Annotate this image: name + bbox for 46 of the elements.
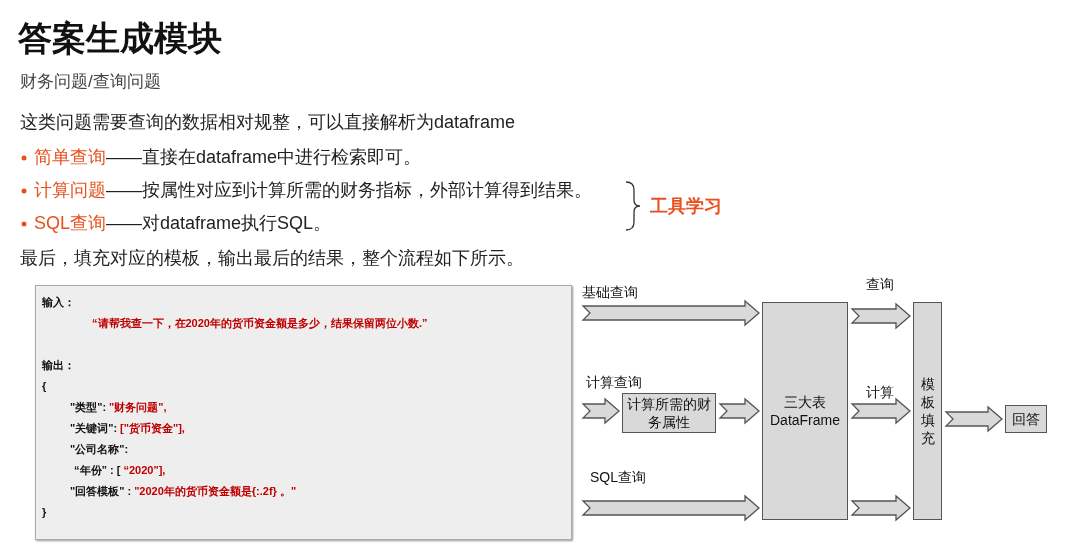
block-arrow [850,397,911,425]
edge-label: 计算 [866,384,894,402]
process-box [913,302,942,520]
code-key: "关键词": [70,422,118,434]
code-value: “2020"], [123,464,166,476]
bullet-heading: 计算问题 [34,180,106,200]
block-arrow [944,405,1003,433]
bullet-text: ——直接在dataframe中进行检索即可。 [106,147,422,167]
paragraph: 最后，填充对应的模板，输出最后的结果，整个流程如下所示。 [20,247,524,270]
edge-label: 基础查询 [582,284,638,302]
code-value: “请帮我查一下，在2020年的货币资金额是多少，结果保留两位小数.” [92,316,429,331]
bullet-heading: SQL查询 [34,213,107,233]
block-arrow [581,397,620,425]
code-key: "类型": [70,401,107,413]
code-panel [35,285,572,540]
code-key: “年份” : [ [74,464,121,476]
page-title: 答案生成模块 [18,18,222,59]
bullet-text: ——对dataframe执行SQL。 [106,213,332,233]
code-value: "2020年的货币资金额是{:.2f} 。" [134,485,297,497]
edge-label: SQL查询 [590,469,646,487]
box-label: 模板填充 [920,375,935,447]
code-key: 输出： [42,359,75,371]
process-box [762,302,848,520]
block-arrow [850,494,911,522]
code-value: "财务问题", [109,401,167,413]
edge-label: 查询 [866,276,894,294]
block-arrow [581,299,760,327]
code-key: } [42,506,47,518]
bracket-label: 工具学习 [650,195,722,218]
subtitle: 财务问题/查询问题 [20,71,161,93]
bullet-heading: 简单查询 [34,147,106,167]
box-label: 三大表 DataFrame [769,393,841,429]
code-value: ["货币资金"], [120,422,185,434]
block-arrow [581,494,760,522]
box-label: 计算所需的财务属性 [626,395,712,431]
block-arrow [718,397,760,425]
code-key: { [42,380,47,392]
paragraph: 这类问题需要查询的数据相对规整，可以直接解析为dataframe [20,111,516,134]
bullet-text: ——按属性对应到计算所需的财务指标，外部计算得到结果。 [106,180,592,200]
code-key: "公司名称": [70,443,129,455]
edge-label: 计算查询 [586,374,642,392]
code-key: "回答模板" : [70,485,132,497]
block-arrow [850,302,911,330]
code-key: 输入： [42,296,75,308]
process-box [1005,405,1047,433]
box-label: 回答 [1012,410,1040,428]
